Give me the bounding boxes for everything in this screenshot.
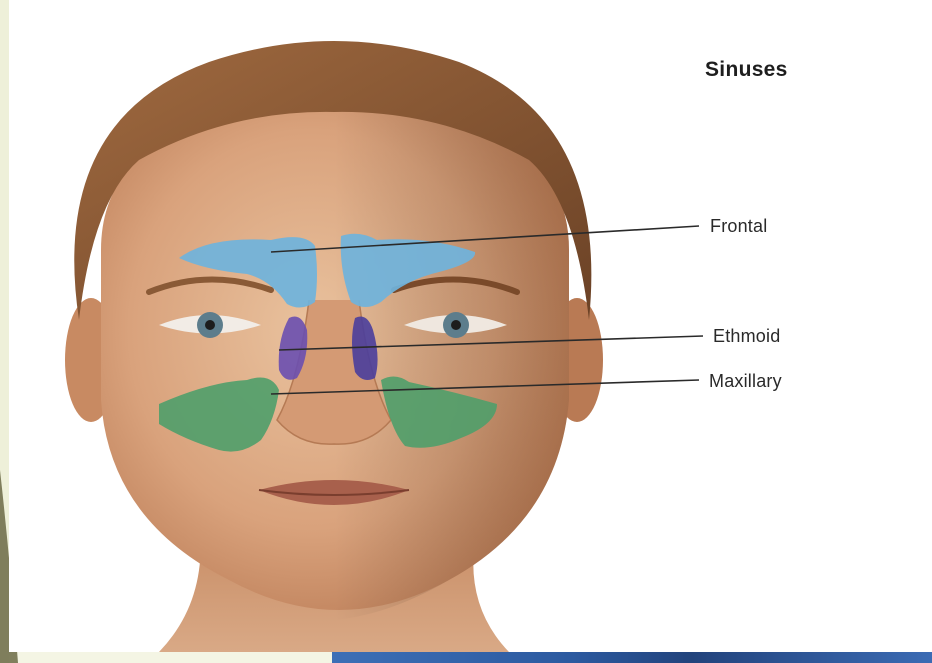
maxillary-label: Maxillary [709, 371, 782, 392]
diagram-title: Sinuses [705, 58, 788, 82]
bottom-image-strip [332, 652, 932, 663]
face-illustration [9, 0, 932, 652]
diagram-panel: Sinuses Frontal Ethmoid Maxillary [9, 0, 932, 652]
frontal-label: Frontal [710, 216, 767, 237]
ethmoid-label: Ethmoid [713, 326, 780, 347]
